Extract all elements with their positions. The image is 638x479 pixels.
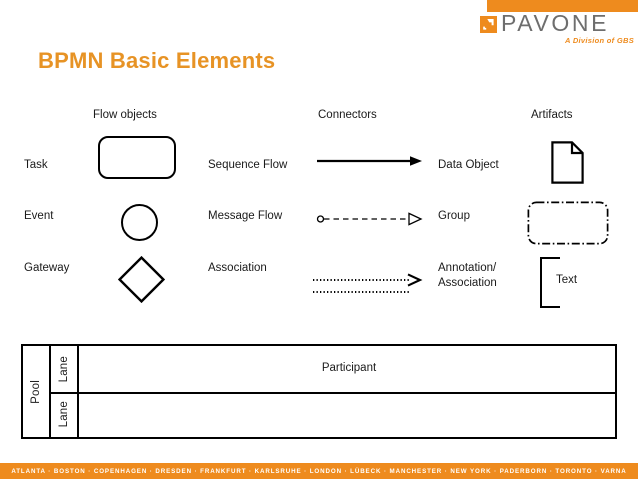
pavone-logo: PAVONE A Division of GBS xyxy=(480,10,638,48)
pool-label: Pool xyxy=(30,379,42,404)
pool-label-cell: Pool xyxy=(23,346,51,437)
lane-label-top: Lane xyxy=(58,355,70,383)
lane-label-cell-top: Lane xyxy=(51,346,79,392)
text-annotation-bracket xyxy=(540,257,560,308)
lane-label-bottom: Lane xyxy=(58,401,70,428)
pavone-logo-mark-icon xyxy=(480,16,497,33)
footer-bar: ATLANTA · BOSTON · COPENHAGEN · DRESDEN … xyxy=(0,463,638,479)
footer-city-list: ATLANTA · BOSTON · COPENHAGEN · DRESDEN … xyxy=(11,467,627,475)
message-flow-arrow-icon xyxy=(316,212,423,226)
connector-label-association: Association xyxy=(208,262,267,274)
pavone-logo-tagline: A Division of GBS xyxy=(565,36,634,45)
artifact-label-data-object: Data Object xyxy=(438,159,499,171)
flow-object-label-task: Task xyxy=(24,159,48,171)
lane-divider xyxy=(51,392,615,394)
gateway-shape xyxy=(118,256,165,303)
sequence-flow-arrow-icon xyxy=(317,156,422,166)
artifact-label-group: Group xyxy=(438,210,470,222)
column-header-artifacts: Artifacts xyxy=(531,109,573,121)
header-accent-bar xyxy=(487,0,638,12)
pool-container: Pool Lane Lane Participant xyxy=(21,344,617,439)
column-header-connectors: Connectors xyxy=(318,109,377,121)
artifact-label-annotation-second-line: Association xyxy=(438,277,497,289)
lane-label-cell-bottom: Lane xyxy=(51,392,79,437)
pavone-logo-wordmark: PAVONE xyxy=(501,10,610,36)
group-shape xyxy=(527,201,609,245)
association-arrow-icon xyxy=(313,273,423,293)
connector-label-sequence-flow: Sequence Flow xyxy=(208,159,288,171)
column-header-flow-objects: Flow objects xyxy=(93,109,157,121)
artifact-label-annotation: Annotation/ xyxy=(438,262,497,274)
data-object-document-icon xyxy=(551,141,584,184)
text-annotation-label: Text xyxy=(556,274,578,286)
task-shape xyxy=(98,136,176,179)
participant-label: Participant xyxy=(321,362,377,374)
flow-object-label-gateway: Gateway xyxy=(24,262,70,274)
flow-object-label-event: Event xyxy=(24,210,54,222)
page-title: BPMN Basic Elements xyxy=(38,48,276,73)
event-shape xyxy=(121,204,158,241)
connector-label-message-flow: Message Flow xyxy=(208,210,283,222)
